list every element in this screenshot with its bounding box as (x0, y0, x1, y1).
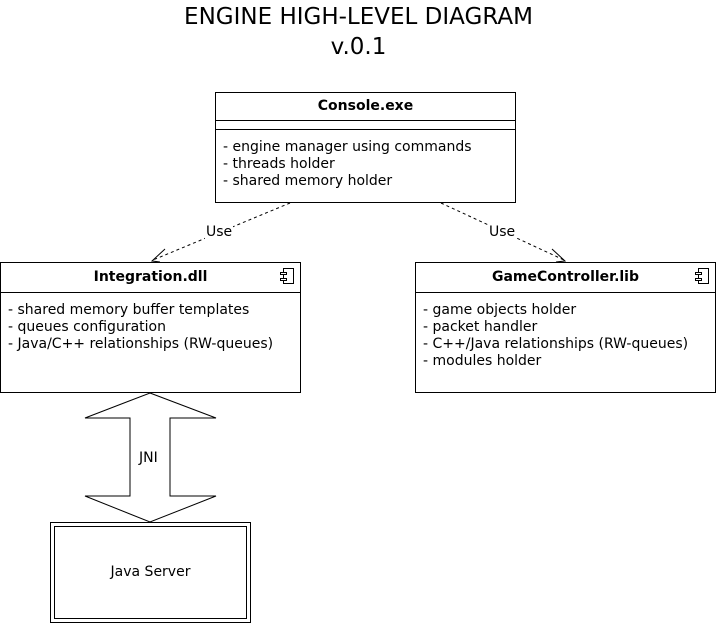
gamecontroller-item: - modules holder (423, 353, 542, 369)
gamecontroller-title: GameController.lib (491, 269, 640, 285)
gamecontroller-item: - C++/Java relationships (RW-queues) (423, 336, 689, 352)
console-item: - engine manager using commands (223, 139, 472, 155)
java-server-label: Java Server (110, 564, 191, 580)
console-separator-2 (216, 129, 515, 130)
component-icon (280, 268, 294, 284)
java-server-box: Java Server (50, 522, 251, 623)
gamecontroller-separator (416, 292, 715, 293)
use-arrowhead-left (150, 248, 166, 263)
integration-item: - queues configuration (8, 319, 166, 335)
console-responsibilities: - engine manager using commands - thread… (223, 139, 472, 190)
use-label-left: Use (205, 224, 234, 240)
console-item: - threads holder (223, 156, 335, 172)
console-title: Console.exe (317, 98, 414, 114)
integration-separator (1, 292, 300, 293)
gamecontroller-item: - packet handler (423, 319, 538, 335)
gamecontroller-box: GameController.lib - game objects holder… (415, 262, 716, 393)
gamecontroller-item: - game objects holder (423, 302, 577, 318)
component-icon (695, 268, 709, 284)
integration-item: - shared memory buffer templates (8, 302, 250, 318)
console-box: Console.exe - engine manager using comma… (215, 92, 516, 203)
integration-box: Integration.dll - shared memory buffer t… (0, 262, 301, 393)
gamecontroller-responsibilities: - game objects holder - packet handler -… (423, 302, 688, 370)
diagram-version: v.0.1 (330, 34, 387, 60)
jni-label: JNI (138, 450, 159, 466)
console-separator-1 (216, 120, 515, 121)
use-arrowhead-right (551, 248, 567, 263)
use-label-right: Use (488, 224, 517, 240)
console-item: - shared memory holder (223, 173, 393, 189)
diagram-title: ENGINE HIGH-LEVEL DIAGRAM (184, 4, 533, 30)
java-server-inner-border (54, 526, 247, 619)
integration-item: - Java/C++ relationships (RW-queues) (8, 336, 274, 352)
integration-title: Integration.dll (93, 269, 208, 285)
integration-responsibilities: - shared memory buffer templates - queue… (8, 302, 273, 353)
